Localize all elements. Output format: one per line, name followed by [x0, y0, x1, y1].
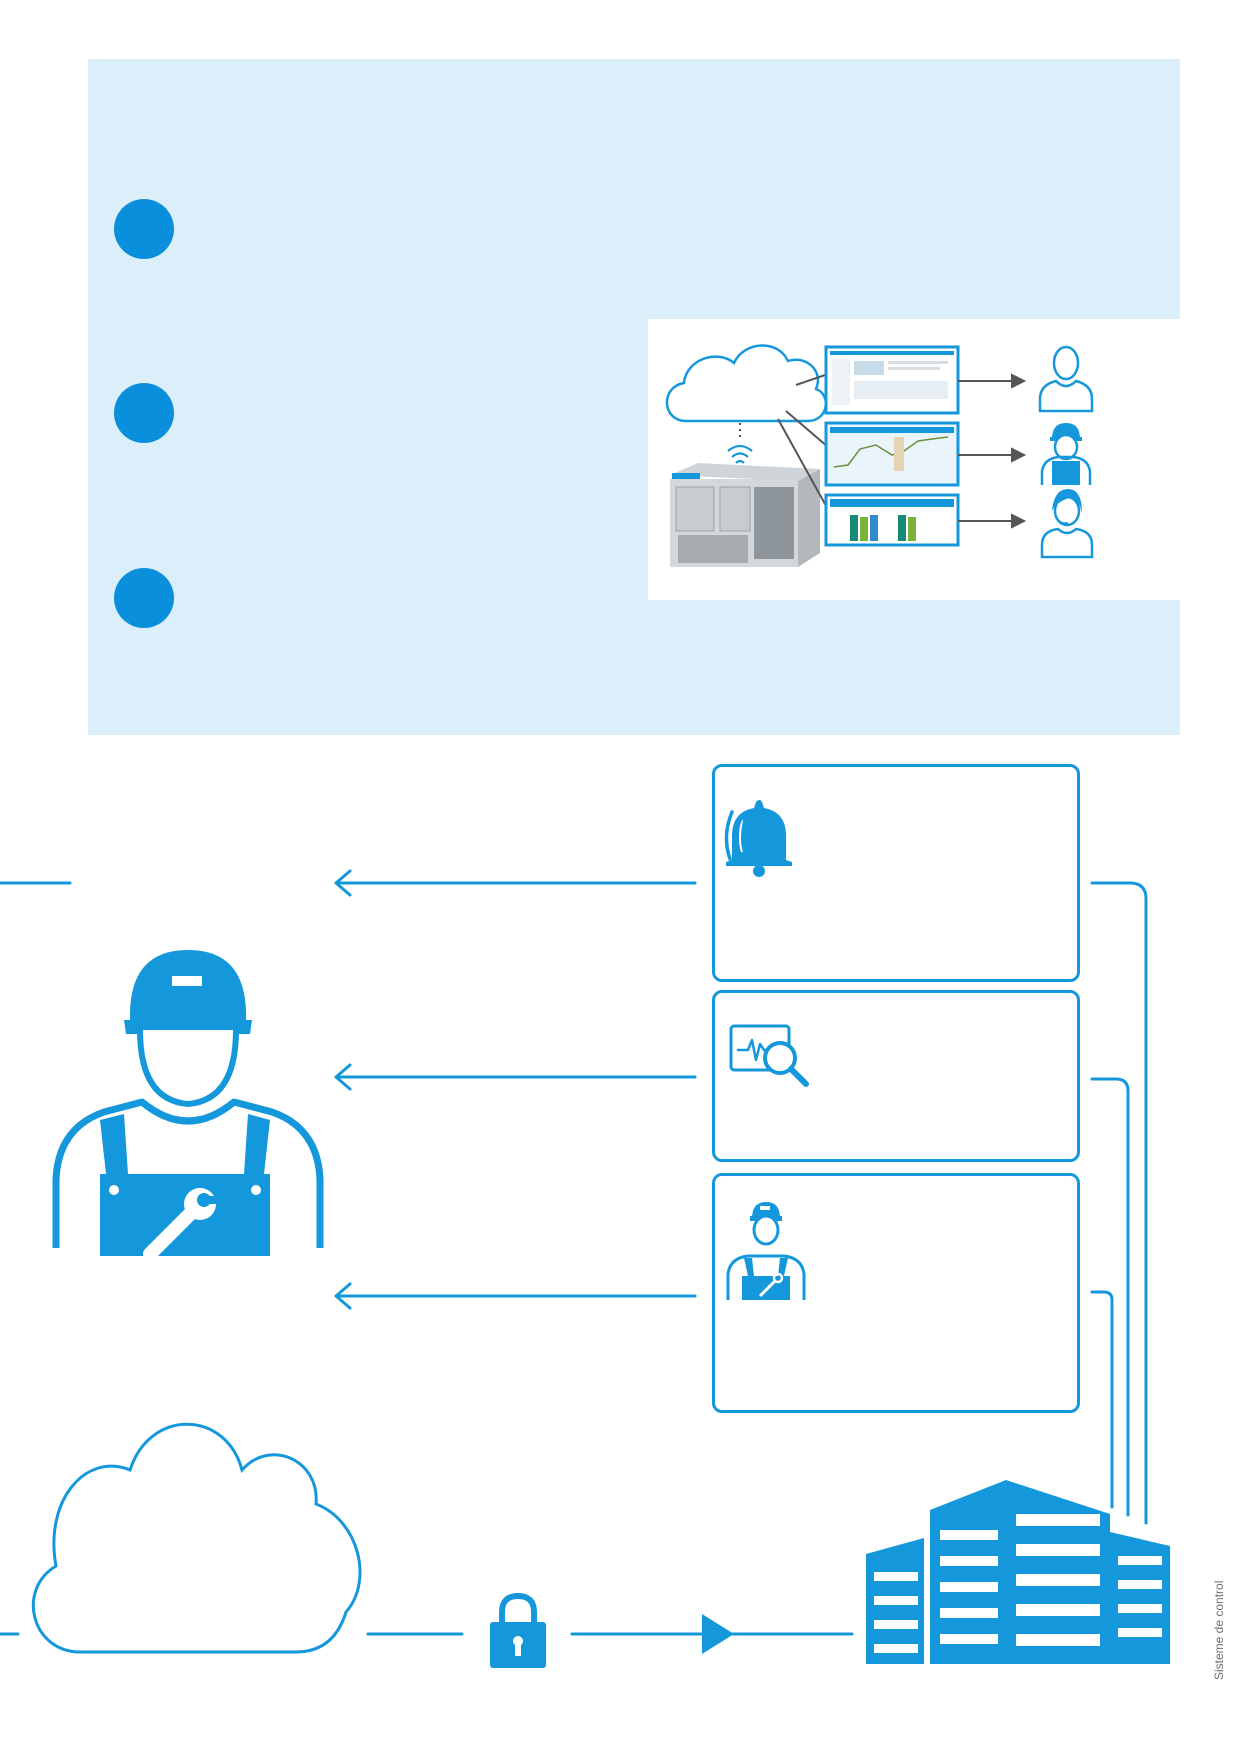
user-icon — [1038, 345, 1094, 413]
chiller-unit — [670, 463, 820, 567]
cloud-large-icon — [31, 1422, 362, 1654]
bullet-1 — [114, 199, 174, 259]
connector-service — [1090, 1290, 1114, 1509]
arrow-diagnostics — [334, 1063, 697, 1091]
support-agent-icon — [1040, 489, 1094, 559]
cloud-monitoring-figure — [648, 319, 1180, 600]
technician-small-icon — [726, 1202, 806, 1300]
alarm-bell-icon — [724, 800, 792, 877]
side-label-text: Sisteme de control — [1212, 1580, 1226, 1680]
cloud-monitoring-diagram — [665, 344, 1094, 567]
flow-arrow-head — [702, 1614, 734, 1654]
connector-diagnostics — [1090, 1077, 1130, 1517]
dashboard-screen-3 — [824, 493, 960, 547]
building-icon — [866, 1480, 1170, 1664]
diagnostics-monitor-icon — [729, 1024, 809, 1087]
arrow-alarm — [334, 869, 697, 897]
cloud-icon — [665, 344, 828, 423]
bullet-2 — [114, 383, 174, 443]
technician-icon — [1040, 423, 1092, 485]
diagnostics-card — [712, 990, 1080, 1162]
connector-alarm — [1090, 881, 1148, 1525]
lock-icon — [490, 1592, 546, 1668]
bullet-3 — [114, 568, 174, 628]
dashboard-screen-1 — [824, 345, 960, 415]
alarm-card — [712, 764, 1080, 982]
technician-large-icon — [52, 950, 324, 1261]
arrow-service — [334, 1282, 697, 1310]
